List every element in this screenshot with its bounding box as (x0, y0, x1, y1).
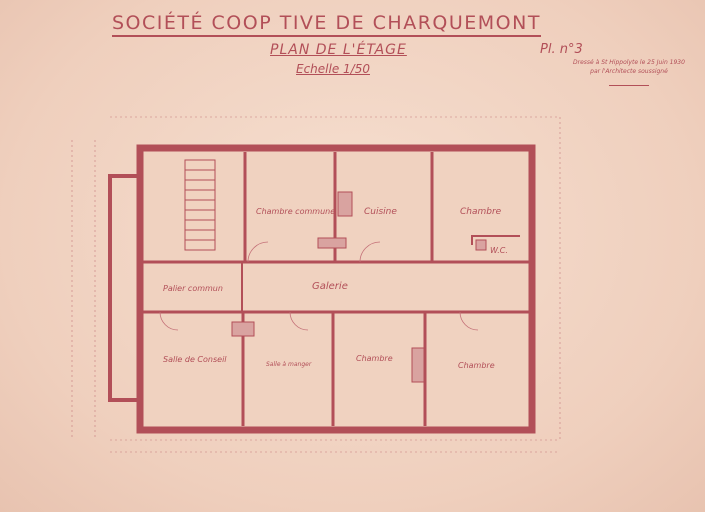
room-chambre-se: Chambre (458, 361, 495, 370)
staircase (184, 159, 216, 251)
drawing-scale: Echelle 1/50 (296, 62, 370, 76)
room-wc: W.C. (490, 246, 508, 255)
room-cuisine: Cuisine (364, 207, 397, 217)
room-chambre-s: Chambre (356, 354, 393, 363)
room-galerie: Galerie (312, 281, 348, 292)
drawing-subtitle: PLAN DE L'ÉTAGE (270, 42, 407, 58)
architect-note: Dressé à St Hippolyte le 25 Juin 1930 pa… (573, 58, 685, 86)
room-chambre-commune: Chambre commune (256, 207, 336, 216)
walls (108, 144, 536, 434)
plate-number: Pl. n°3 (540, 42, 583, 57)
doors (159, 241, 479, 331)
room-salle-conseil: Salle de Conseil (163, 355, 227, 364)
room-palier: Palier commun (163, 284, 223, 293)
note-line-1: Dressé à St Hippolyte le 25 Juin 1930 (573, 59, 685, 66)
dimension-lines (71, 116, 561, 453)
chimneys (231, 191, 487, 383)
drawing-title: SOCIÉTÉ COOP TIVE DE CHARQUEMONT (112, 12, 541, 37)
room-salle-manger: Salle à manger (266, 361, 312, 368)
room-chambre-ne: Chambre (460, 207, 502, 217)
note-line-2: par l'Architecte soussigné (590, 68, 668, 75)
signature (608, 79, 649, 86)
